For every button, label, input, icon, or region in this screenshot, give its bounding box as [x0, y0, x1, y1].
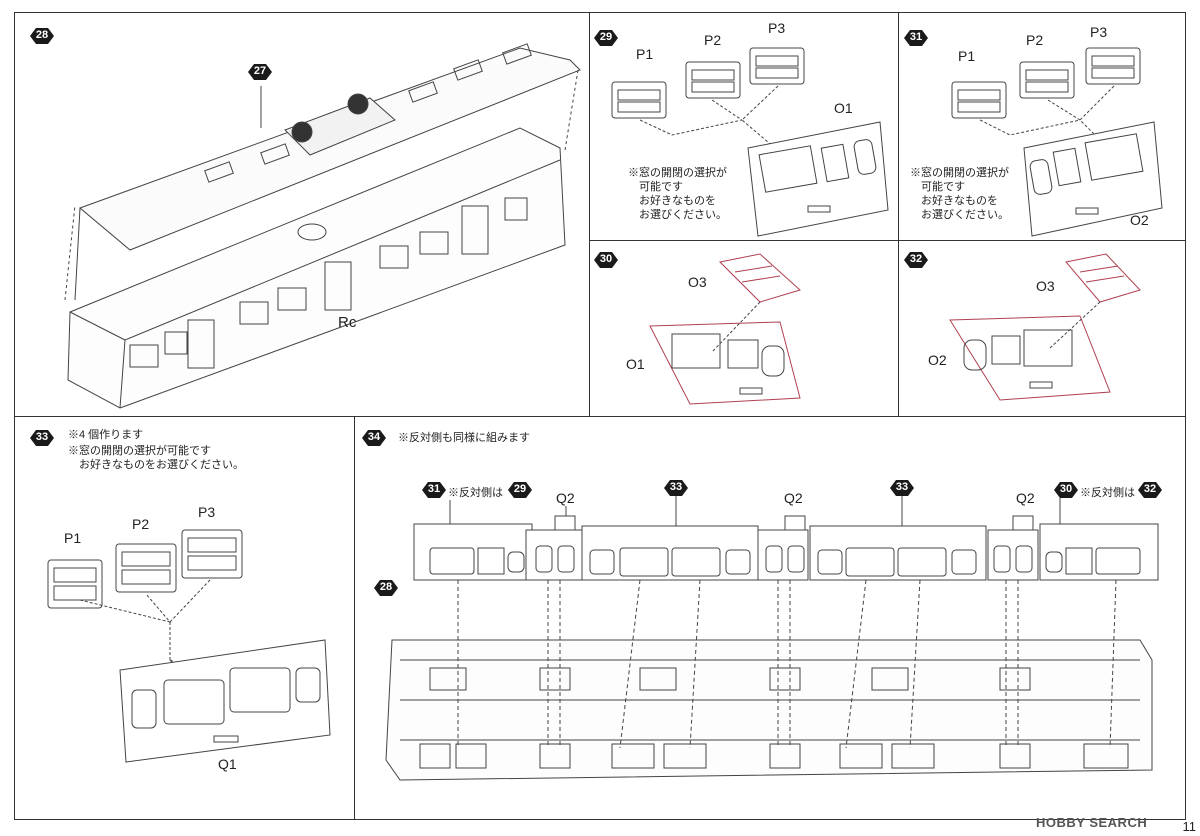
note-same-other-side: ※反対側も同様に組みます: [398, 432, 530, 444]
step32-drawing: [949, 253, 1141, 401]
step-27-marker: 27: [253, 65, 267, 77]
note-other-side-is: ※反対側は: [1080, 487, 1135, 499]
label-o1: O1: [626, 356, 645, 372]
car-body-drawing: [64, 43, 581, 409]
page-number: 11: [1182, 819, 1197, 834]
step-marker-shapes: [30, 28, 1162, 596]
label-o3: O3: [1036, 278, 1055, 294]
step-28-marker: 28: [35, 29, 49, 41]
label-p1: P1: [958, 48, 976, 64]
label-p1: P1: [64, 530, 82, 546]
label-o2: O2: [928, 352, 947, 368]
step-29-ref-marker: 29: [513, 483, 527, 495]
note-make-four: ※4 個作ります: [68, 429, 144, 441]
note-window-choice-inline: ※窓の開閉の選択が可能です お好きなものをお選びください。: [68, 445, 244, 471]
step-31-marker: 31: [909, 31, 923, 43]
label-p3: P3: [768, 20, 786, 36]
divider: [14, 416, 1186, 417]
step-32-ref-marker: 32: [1143, 483, 1157, 495]
label-p2: P2: [1026, 32, 1044, 48]
step-30-ref-marker: 30: [1059, 483, 1073, 495]
label-o1: O1: [834, 100, 853, 116]
label-q2: Q2: [784, 490, 803, 506]
note-window-choice: ※窓の開閉の選択が 可能です お好きなものを お選びください。: [628, 167, 727, 221]
label-p2: P2: [704, 32, 722, 48]
step-29-marker: 29: [599, 31, 613, 43]
label-p2: P2: [132, 516, 150, 532]
note-other-side-is: ※反対側は: [448, 487, 503, 499]
label-o2: O2: [1130, 212, 1149, 228]
label-q2: Q2: [1016, 490, 1035, 506]
divider: [898, 12, 899, 416]
step30-drawing: [649, 253, 801, 405]
step33-drawing: [47, 529, 331, 763]
label-o3: O3: [688, 274, 707, 290]
label-p3: P3: [198, 504, 216, 520]
step-31-ref-marker: 31: [427, 483, 441, 495]
step-28-ref-marker: 28: [379, 581, 393, 593]
note-window-choice: ※窓の開閉の選択が 可能です お好きなものを お選びください。: [910, 167, 1009, 221]
step-33-ref-marker: 33: [895, 481, 909, 493]
label-p1: P1: [636, 46, 654, 62]
step-34-marker: 34: [367, 431, 381, 443]
label-p3: P3: [1090, 24, 1108, 40]
label-q1: Q1: [218, 756, 237, 772]
label-q2: Q2: [556, 490, 575, 506]
step-33-ref-marker: 33: [669, 481, 683, 493]
step-33-marker: 33: [35, 431, 49, 443]
divider: [354, 416, 355, 820]
step-30-marker: 30: [599, 253, 613, 265]
divider: [589, 240, 1186, 241]
watermark: HOBBY SEARCH: [1036, 815, 1148, 830]
label-rc: Rc: [338, 314, 357, 331]
step-32-marker: 32: [909, 253, 923, 265]
step29-drawing: [611, 47, 889, 237]
divider: [589, 12, 590, 416]
step31-drawing: [951, 47, 1163, 237]
step34-drawing: [385, 496, 1159, 781]
